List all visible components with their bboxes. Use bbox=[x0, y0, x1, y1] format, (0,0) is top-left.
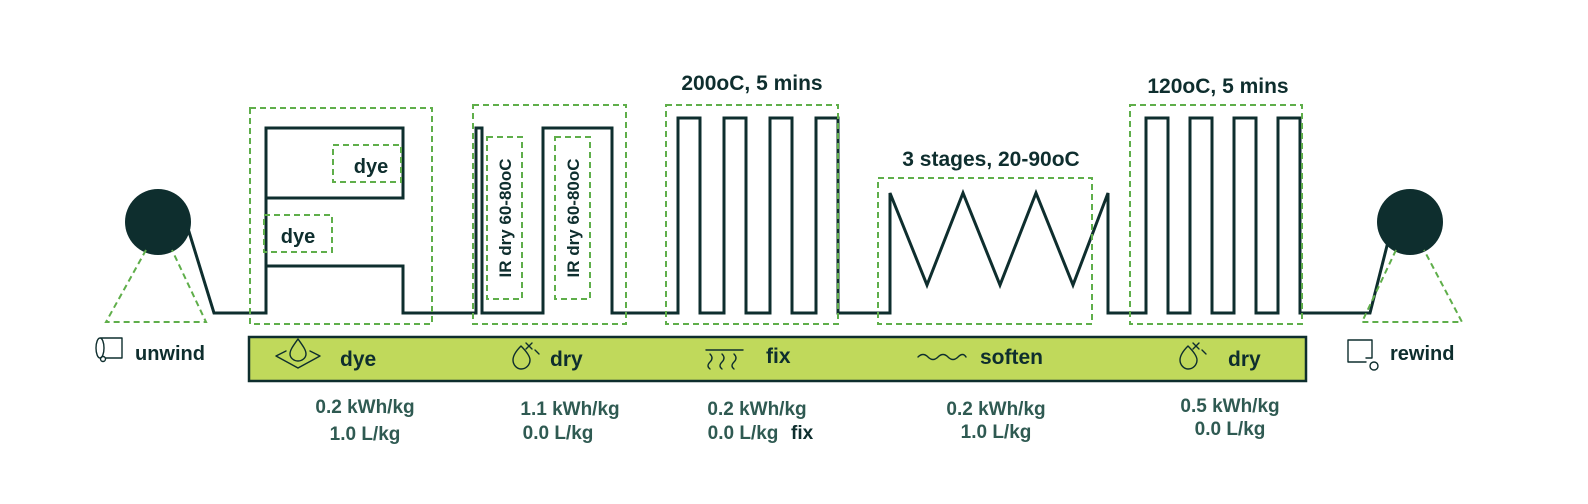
fix-temperature-label: 200oC, 5 mins bbox=[681, 72, 822, 95]
wave-icon bbox=[917, 353, 967, 361]
dry-energy: 1.1 kWh/kg bbox=[520, 399, 619, 420]
ir-dryer-box-1 bbox=[486, 136, 523, 300]
dye-energy: 0.2 kWh/kg bbox=[315, 397, 414, 418]
dry2-temperature-label: 120oC, 5 mins bbox=[1147, 75, 1288, 98]
rewind-roll bbox=[1377, 189, 1443, 255]
dye-bath-label-1: dye bbox=[354, 156, 388, 178]
ir-dryer-label-2: IR dry 60-80oC bbox=[564, 158, 583, 277]
dye-bath-box-2 bbox=[263, 214, 333, 253]
ir-dryer-box-2 bbox=[554, 136, 591, 300]
fabric-roll-icon bbox=[95, 337, 123, 363]
dye-drop-icon bbox=[275, 338, 321, 369]
soften-energy: 0.2 kWh/kg bbox=[946, 399, 1045, 420]
stage-label-fix: fix bbox=[766, 345, 791, 368]
fabric-roll-icon bbox=[1347, 339, 1379, 371]
stage-label-soften: soften bbox=[980, 346, 1043, 369]
dry2-water: 0.0 L/kg bbox=[1195, 419, 1266, 440]
fix-zone-box bbox=[665, 104, 839, 325]
fabric-path bbox=[184, 116, 1395, 315]
rewind-label: rewind bbox=[1390, 343, 1454, 365]
dry2-energy: 0.5 kWh/kg bbox=[1180, 396, 1279, 417]
dry-water: 0.0 L/kg bbox=[523, 423, 594, 444]
process-stage-band bbox=[247, 335, 1308, 383]
fix-water: 0.0 L/kg bbox=[708, 423, 779, 444]
stage-label-dye: dye bbox=[340, 348, 376, 371]
unwind-roll bbox=[125, 189, 191, 255]
stage-label-dry: dry bbox=[550, 348, 583, 371]
dry2-zone-box bbox=[1129, 104, 1303, 325]
fix-water-suffix: fix bbox=[791, 423, 814, 444]
soften-temperature-label: 3 stages, 20-90oC bbox=[902, 148, 1079, 171]
unwind-roll-stand bbox=[104, 249, 208, 323]
soften-water: 1.0 L/kg bbox=[961, 422, 1032, 443]
fix-energy: 0.2 kWh/kg bbox=[707, 399, 806, 420]
dry-drop-icon bbox=[512, 342, 540, 370]
unwind-label: unwind bbox=[135, 343, 205, 365]
dye-bath-box-1 bbox=[332, 144, 402, 183]
dye-bath-label-2: dye bbox=[281, 226, 315, 248]
rewind-roll-stand bbox=[1360, 249, 1464, 323]
dry-drop-icon bbox=[1179, 342, 1207, 370]
dye-water: 1.0 L/kg bbox=[330, 424, 401, 445]
dry-zone-box bbox=[472, 104, 627, 325]
dye-zone-box bbox=[249, 107, 433, 325]
stage-label-dry-2: dry bbox=[1228, 348, 1261, 371]
heat-icon bbox=[705, 349, 744, 370]
ir-dryer-label-1: IR dry 60-80oC bbox=[496, 158, 515, 277]
